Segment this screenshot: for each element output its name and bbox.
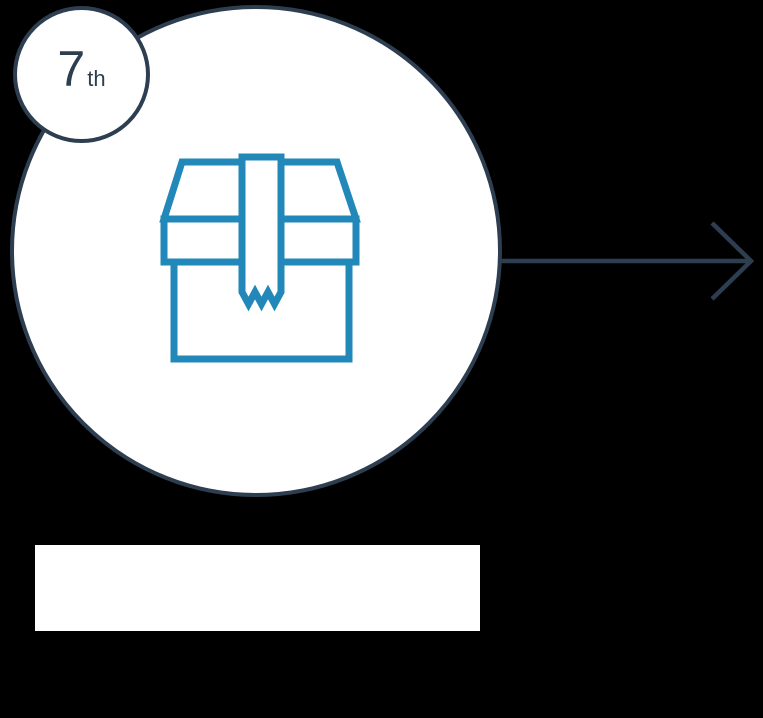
step-ordinal-suffix: th: [87, 66, 106, 91]
package-icon: [159, 153, 361, 363]
step-badge: 7 th: [13, 6, 150, 143]
arrow-right-icon: [498, 219, 760, 305]
step-number: 7: [57, 41, 85, 97]
step-label-box: [35, 545, 480, 631]
